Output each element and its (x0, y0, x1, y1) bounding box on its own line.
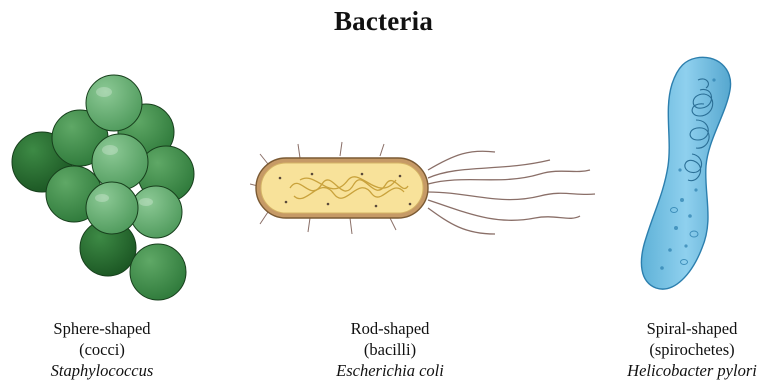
shape-label: Spiral-shaped (592, 318, 767, 339)
coccus-cell (130, 244, 186, 300)
caption-cocci: Sphere-shaped (cocci) Staphylococcus (2, 318, 202, 381)
example-label: Staphylococcus (2, 360, 202, 381)
bacillus-illustration (250, 134, 600, 244)
shape-label: Rod-shaped (290, 318, 490, 339)
spirochete-illustration (634, 50, 738, 298)
flagella (428, 151, 595, 234)
diagram-title: Bacteria (0, 6, 767, 37)
cocci-illustration (8, 70, 198, 302)
class-label: (spirochetes) (592, 339, 767, 360)
class-label: (cocci) (2, 339, 202, 360)
coccus-cell (86, 75, 142, 131)
example-label: Helicobacter pylori (592, 360, 767, 381)
caption-spirochetes: Spiral-shaped (spirochetes) Helicobacter… (592, 318, 767, 381)
shape-label: Sphere-shaped (2, 318, 202, 339)
coccus-cell (86, 182, 138, 234)
class-label: (bacilli) (290, 339, 490, 360)
caption-bacilli: Rod-shaped (bacilli) Escherichia coli (290, 318, 490, 381)
spirochete-cell (641, 57, 730, 289)
example-label: Escherichia coli (290, 360, 490, 381)
coccus-cell (92, 134, 148, 190)
